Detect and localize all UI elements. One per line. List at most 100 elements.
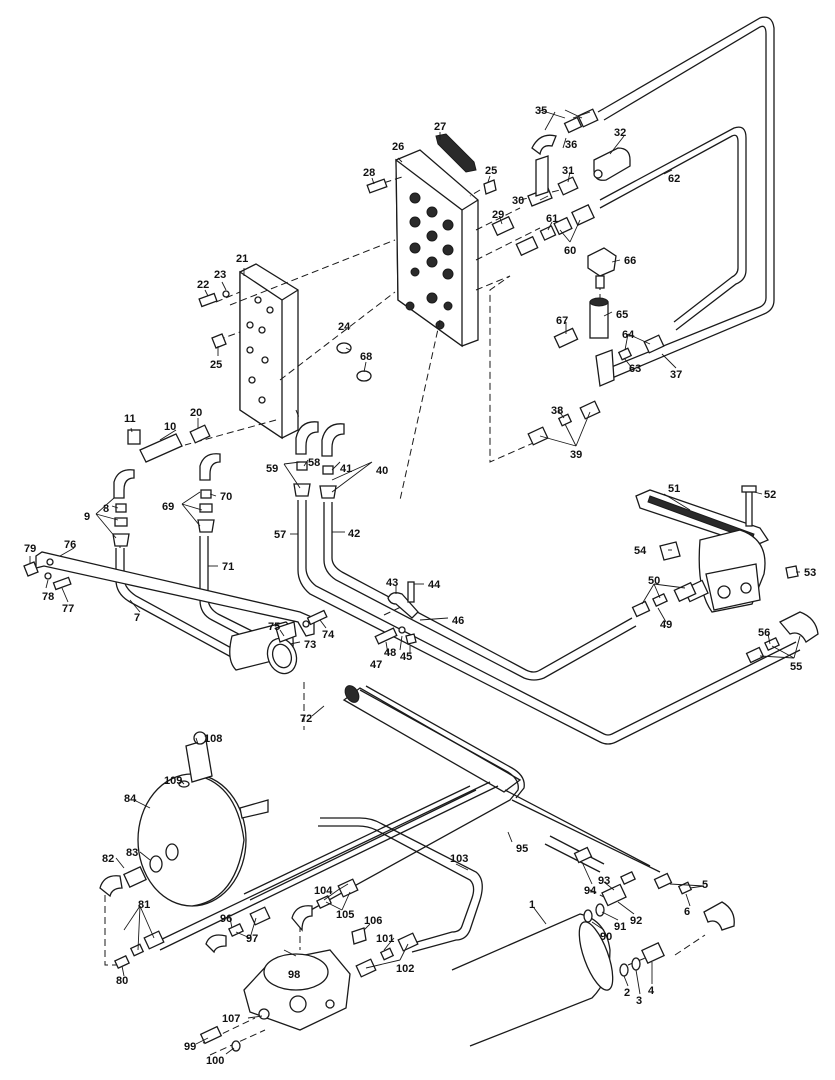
callout-44: 44 (428, 579, 441, 591)
tube-loop-right (544, 835, 605, 873)
fittings-38-39 (527, 400, 601, 446)
callout-54: 54 (634, 545, 647, 557)
callout-31: 31 (562, 165, 574, 177)
callout-1: 1 (529, 899, 535, 911)
callout-91: 91 (614, 921, 626, 933)
callout-74: 74 (322, 629, 335, 641)
callout-49: 49 (660, 619, 672, 631)
callout-11: 11 (124, 413, 136, 425)
callout-53: 53 (804, 567, 816, 579)
callout-40: 40 (376, 465, 388, 477)
callout-labels: 1 2 3 4 5 6 7 8 9 10 11 20 21 22 23 24 2… (24, 105, 816, 1067)
callout-72: 72 (300, 713, 312, 725)
bracket-76 (35, 551, 315, 637)
callout-90: 90 (600, 931, 612, 943)
callout-76: 76 (64, 539, 76, 551)
callout-102: 102 (396, 963, 414, 975)
elbow-104-105 (291, 878, 359, 932)
pipe-62 (599, 126, 747, 331)
callout-23: 23 (214, 269, 226, 281)
callout-28: 28 (363, 167, 375, 179)
callout-7: 7 (134, 612, 140, 624)
callout-60: 60 (564, 245, 576, 257)
callout-97: 97 (246, 933, 258, 945)
callout-8: 8 (103, 503, 109, 515)
callout-39: 39 (570, 449, 582, 461)
fittings-49-50 (631, 581, 697, 618)
callout-20: 20 (190, 407, 202, 419)
elbow-96-97 (205, 906, 271, 954)
fittings-82-83 (99, 855, 163, 898)
callout-64: 64 (622, 329, 635, 341)
bolt-22-washer-23 (198, 290, 230, 308)
callout-57: 57 (274, 529, 286, 541)
callout-36: 36 (565, 139, 577, 151)
callout-73: 73 (304, 639, 316, 651)
callout-45: 45 (400, 651, 412, 663)
callout-109: 109 (164, 775, 182, 787)
callout-100: 100 (206, 1055, 224, 1067)
nut-25-left (211, 333, 227, 349)
bolts-28-25 (366, 178, 497, 195)
callout-103: 103 (450, 853, 468, 865)
bolts-77-78-79 (23, 561, 72, 591)
callout-58: 58 (308, 457, 320, 469)
callout-80: 80 (116, 975, 128, 987)
callout-92: 92 (630, 915, 642, 927)
callout-81: 81 (138, 899, 150, 911)
callout-25-left: 25 (210, 359, 222, 371)
callout-56: 56 (758, 627, 770, 639)
fittings-60-61 (515, 203, 595, 257)
callout-52: 52 (764, 489, 776, 501)
callout-70: 70 (220, 491, 232, 503)
tee-fitting-30 (527, 134, 557, 207)
nuts-53-54 (659, 541, 799, 579)
fittings-55-56 (745, 611, 819, 664)
callout-55: 55 (790, 661, 802, 673)
callout-30: 30 (512, 195, 524, 207)
callout-35: 35 (535, 105, 547, 117)
callout-61: 61 (546, 213, 558, 225)
callout-95: 95 (516, 843, 528, 855)
callout-29: 29 (492, 209, 504, 221)
callout-3: 3 (636, 995, 642, 1007)
callout-62: 62 (668, 173, 680, 185)
callout-27: 27 (434, 121, 446, 133)
mounting-plate-21 (239, 263, 299, 440)
fittings-90-94 (573, 846, 636, 923)
callout-94: 94 (584, 885, 597, 897)
callout-68: 68 (360, 351, 372, 363)
callout-4: 4 (648, 985, 655, 997)
callout-82: 82 (102, 853, 114, 865)
fittings-80-81 (114, 930, 165, 970)
clamp-75 (275, 621, 297, 643)
callout-46: 46 (452, 615, 464, 627)
callout-63: 63 (629, 363, 641, 375)
callout-107: 107 (222, 1013, 240, 1025)
brake-valve-body (683, 529, 766, 613)
valve-plate-26 (395, 149, 479, 348)
callout-2: 2 (624, 987, 630, 999)
seal-27 (435, 133, 477, 173)
leader-lines (29, 109, 801, 1055)
callout-99: 99 (184, 1041, 196, 1053)
fittings-35-36 (563, 108, 599, 134)
callout-77: 77 (62, 603, 74, 615)
callout-79: 79 (24, 543, 36, 555)
callout-106: 106 (364, 915, 382, 927)
fittings-63-64 (617, 334, 665, 361)
clip-43-46 (374, 581, 419, 645)
tube-42 (323, 502, 637, 681)
callout-5: 5 (702, 879, 708, 891)
tube-103 (318, 817, 483, 953)
callout-41: 41 (340, 463, 352, 475)
tee-10 (127, 424, 211, 463)
callout-71: 71 (222, 561, 234, 573)
callout-65: 65 (616, 309, 628, 321)
callout-42: 42 (348, 528, 360, 540)
callout-59: 59 (266, 463, 278, 475)
callout-37: 37 (670, 369, 682, 381)
o-rings-24-68 (336, 342, 372, 382)
elbow-9 (112, 469, 135, 547)
